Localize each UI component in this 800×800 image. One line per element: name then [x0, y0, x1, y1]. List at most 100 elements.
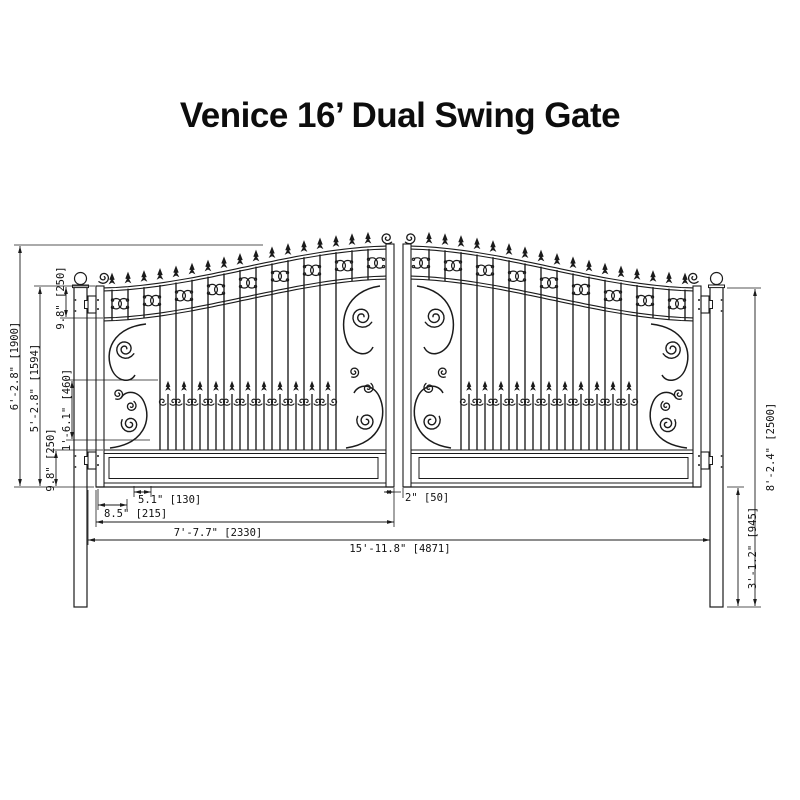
mid-spear-finial-icon: [277, 380, 283, 391]
dimension-arrow-icon: [134, 490, 141, 494]
dim-overall-height: 6'-2.8" [1900]: [9, 322, 21, 411]
mid-curl-icon: [281, 398, 290, 406]
dim-top-band-height: 9.8" [250]: [55, 266, 67, 329]
scroll-curl: [120, 417, 138, 433]
scroll-curl: [660, 400, 671, 411]
spear-finial-icon: [425, 231, 433, 244]
spear-finial-icon: [601, 262, 609, 275]
hinge-bolt-dot: [698, 455, 700, 457]
mid-spear-finial-icon: [261, 380, 267, 391]
mid-curl-icon: [329, 398, 338, 406]
mid-curl-icon: [174, 398, 183, 406]
spear-finial-icon: [521, 246, 529, 259]
kick-panel: [108, 457, 379, 479]
spear-finial-icon: [665, 271, 673, 284]
dim-post-height: 8'-2.4" [2500]: [765, 403, 777, 492]
scroll-curl: [356, 414, 374, 430]
spear-finial-icon: [505, 243, 513, 255]
spear-finial-icon: [252, 249, 260, 262]
spear-finial-icon: [140, 270, 148, 282]
gate-leaf-left: [95, 231, 395, 488]
bolt-dot: [74, 466, 77, 468]
scroll-curl: [437, 367, 447, 378]
arch-rail: [410, 245, 694, 289]
mid-curl-icon: [550, 398, 559, 406]
spear-finial-icon: [537, 249, 545, 262]
hinge-bolt-dot: [97, 464, 99, 466]
post-ball-cap-icon: [709, 271, 724, 286]
mid-curl-icon: [475, 398, 484, 406]
gate-post-right: [708, 271, 725, 608]
scroll-curl: [424, 308, 445, 328]
mid-curl-icon: [566, 398, 575, 406]
spear-finial-icon: [649, 270, 657, 282]
stile-curl-icon: [687, 272, 699, 284]
spear-finial-icon: [204, 259, 212, 272]
arch-rail: [410, 278, 694, 322]
spear-finial-icon: [364, 231, 372, 244]
spear-finial-icon: [489, 240, 497, 252]
arch-rail: [103, 248, 387, 292]
c-scroll-ornament-icon: [443, 259, 463, 272]
c-scroll-ornament-icon: [238, 277, 258, 289]
dimension-arrow-icon: [387, 490, 394, 494]
bolt-dot: [720, 310, 723, 312]
hinge-bolt-dot: [97, 308, 99, 310]
hinge-stile: [692, 285, 702, 488]
spear-finial-icon: [284, 243, 292, 255]
mid-curl-icon: [297, 398, 306, 406]
c-scroll-ornament-icon: [475, 264, 495, 277]
post-body: [73, 286, 88, 608]
c-scroll-ornament-icon: [142, 294, 162, 307]
dimension-arrow-icon: [753, 599, 757, 606]
mid-curl-icon: [302, 398, 311, 406]
hinge-bolt-dot: [97, 299, 99, 301]
mid-spear-finial-icon: [165, 380, 171, 391]
dim-overall-width: 15'-11.8" [4871]: [349, 543, 450, 555]
dimension-arrow-icon: [736, 488, 740, 495]
arch-rail: [103, 275, 387, 319]
mid-spear-finial-icon: [610, 380, 616, 391]
scroll-curl: [350, 367, 360, 378]
mid-curl-icon: [470, 398, 479, 406]
mid-curl-icon: [169, 398, 178, 406]
mid-spear-finial-icon: [466, 380, 472, 391]
scroll-curl: [423, 414, 441, 430]
mid-curl-icon: [217, 398, 226, 406]
hinge-bolt-dot: [698, 299, 700, 301]
scroll-curl: [126, 400, 137, 411]
mid-spear-finial-icon: [229, 380, 235, 391]
c-scroll-ornament-icon: [635, 294, 655, 307]
dim-picket-spacing: 5.1" [130]: [138, 494, 201, 506]
mid-spear-finial-icon: [498, 380, 504, 391]
arch-rail: [410, 248, 694, 292]
bolt-dot: [74, 310, 77, 312]
bolt-dot: [720, 299, 723, 301]
mid-spear-finial-icon: [181, 380, 187, 391]
mid-curl-icon: [286, 398, 295, 406]
center-stile: [402, 243, 412, 488]
spear-finial-icon: [300, 240, 308, 252]
dimension-arrow-icon: [96, 520, 103, 524]
hinge-bolt-dot: [698, 308, 700, 310]
c-scroll-ornament-icon: [110, 297, 130, 310]
dim-center-gap: 2" [50]: [405, 492, 449, 504]
spear-finial-icon: [569, 256, 577, 269]
gate-assembly: [72, 231, 725, 608]
spear-finial-icon: [236, 253, 244, 265]
mid-curl-icon: [603, 398, 612, 406]
hinge-bolt-dot: [97, 455, 99, 457]
mid-curl-icon: [502, 398, 511, 406]
dimension-arrow-icon: [64, 287, 68, 294]
c-scroll-ornament-icon: [603, 289, 623, 302]
c-scroll-ornament-icon: [539, 277, 559, 289]
dimension-arrow-icon: [88, 538, 95, 542]
mid-spear-finial-icon: [578, 380, 584, 391]
mid-curl-icon: [158, 398, 167, 406]
mid-curl-icon: [206, 398, 215, 406]
mid-curl-icon: [491, 398, 500, 406]
spear-finial-icon: [188, 262, 196, 275]
gate-post-left: [72, 271, 89, 608]
spear-finial-icon: [220, 256, 228, 269]
mid-spear-finial-icon: [197, 380, 203, 391]
